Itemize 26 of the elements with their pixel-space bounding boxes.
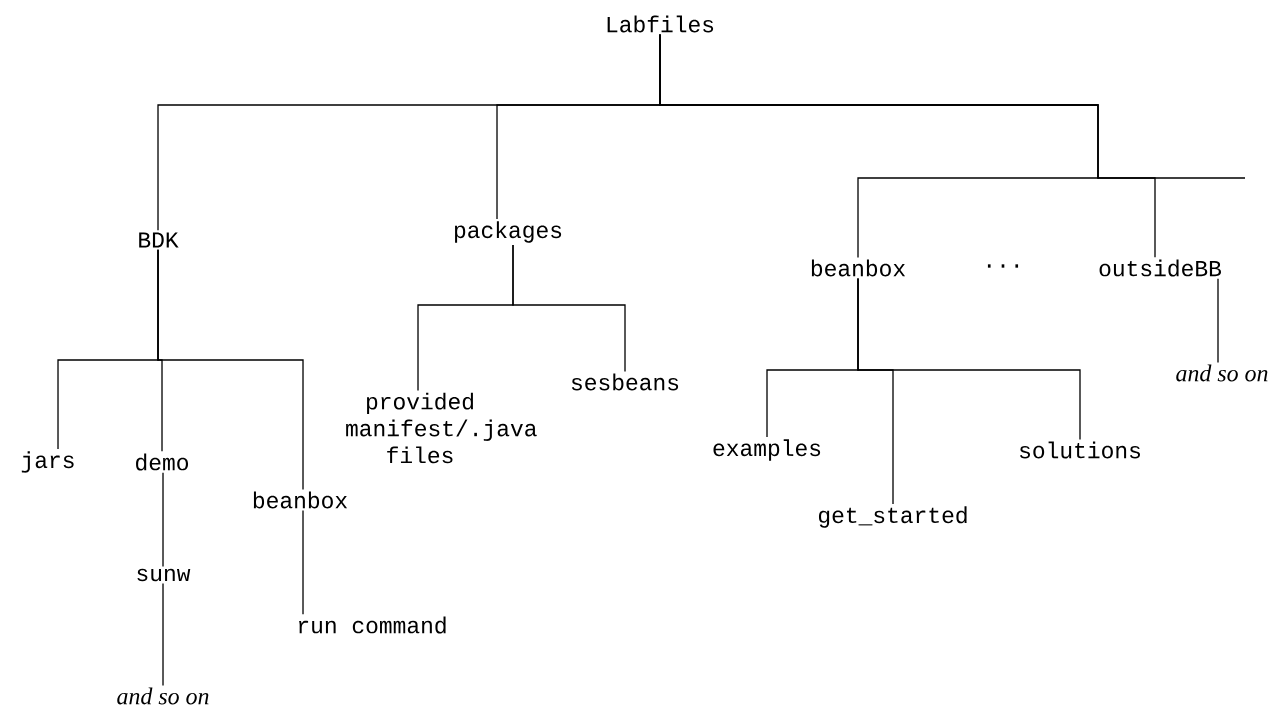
folder-label: demo [136, 453, 189, 471]
folder-label: outsideBB [1099, 259, 1221, 277]
folder-label: run command [299, 616, 446, 634]
folder-label: beanbox [253, 491, 348, 509]
folder-label: get_started [818, 506, 967, 528]
tree-line [162, 472, 164, 568]
tree-line [1217, 278, 1219, 364]
folder-label: solutions [1020, 441, 1140, 459]
tree-line [857, 277, 1081, 441]
tree-line [162, 582, 164, 687]
tree-line [302, 509, 304, 615]
note-text: and so on [117, 687, 209, 705]
tree-line [659, 33, 1246, 179]
folder-label: packages [455, 221, 562, 243]
folder-label: sunw [137, 568, 191, 582]
tree-line [157, 249, 304, 491]
note-text: and so on [1176, 364, 1268, 382]
folder-label: examples [713, 439, 821, 461]
folder-label: sesbeans [571, 373, 679, 391]
folder-label: BDK [139, 232, 179, 248]
tree-line [512, 244, 626, 373]
folder-label: provided manifest/.java files [346, 392, 537, 464]
folder-label: beanbox [811, 259, 906, 277]
folder-label: Labfiles [607, 15, 714, 33]
ellipsis: ... [987, 264, 1019, 268]
folder-label: jars [21, 451, 74, 473]
